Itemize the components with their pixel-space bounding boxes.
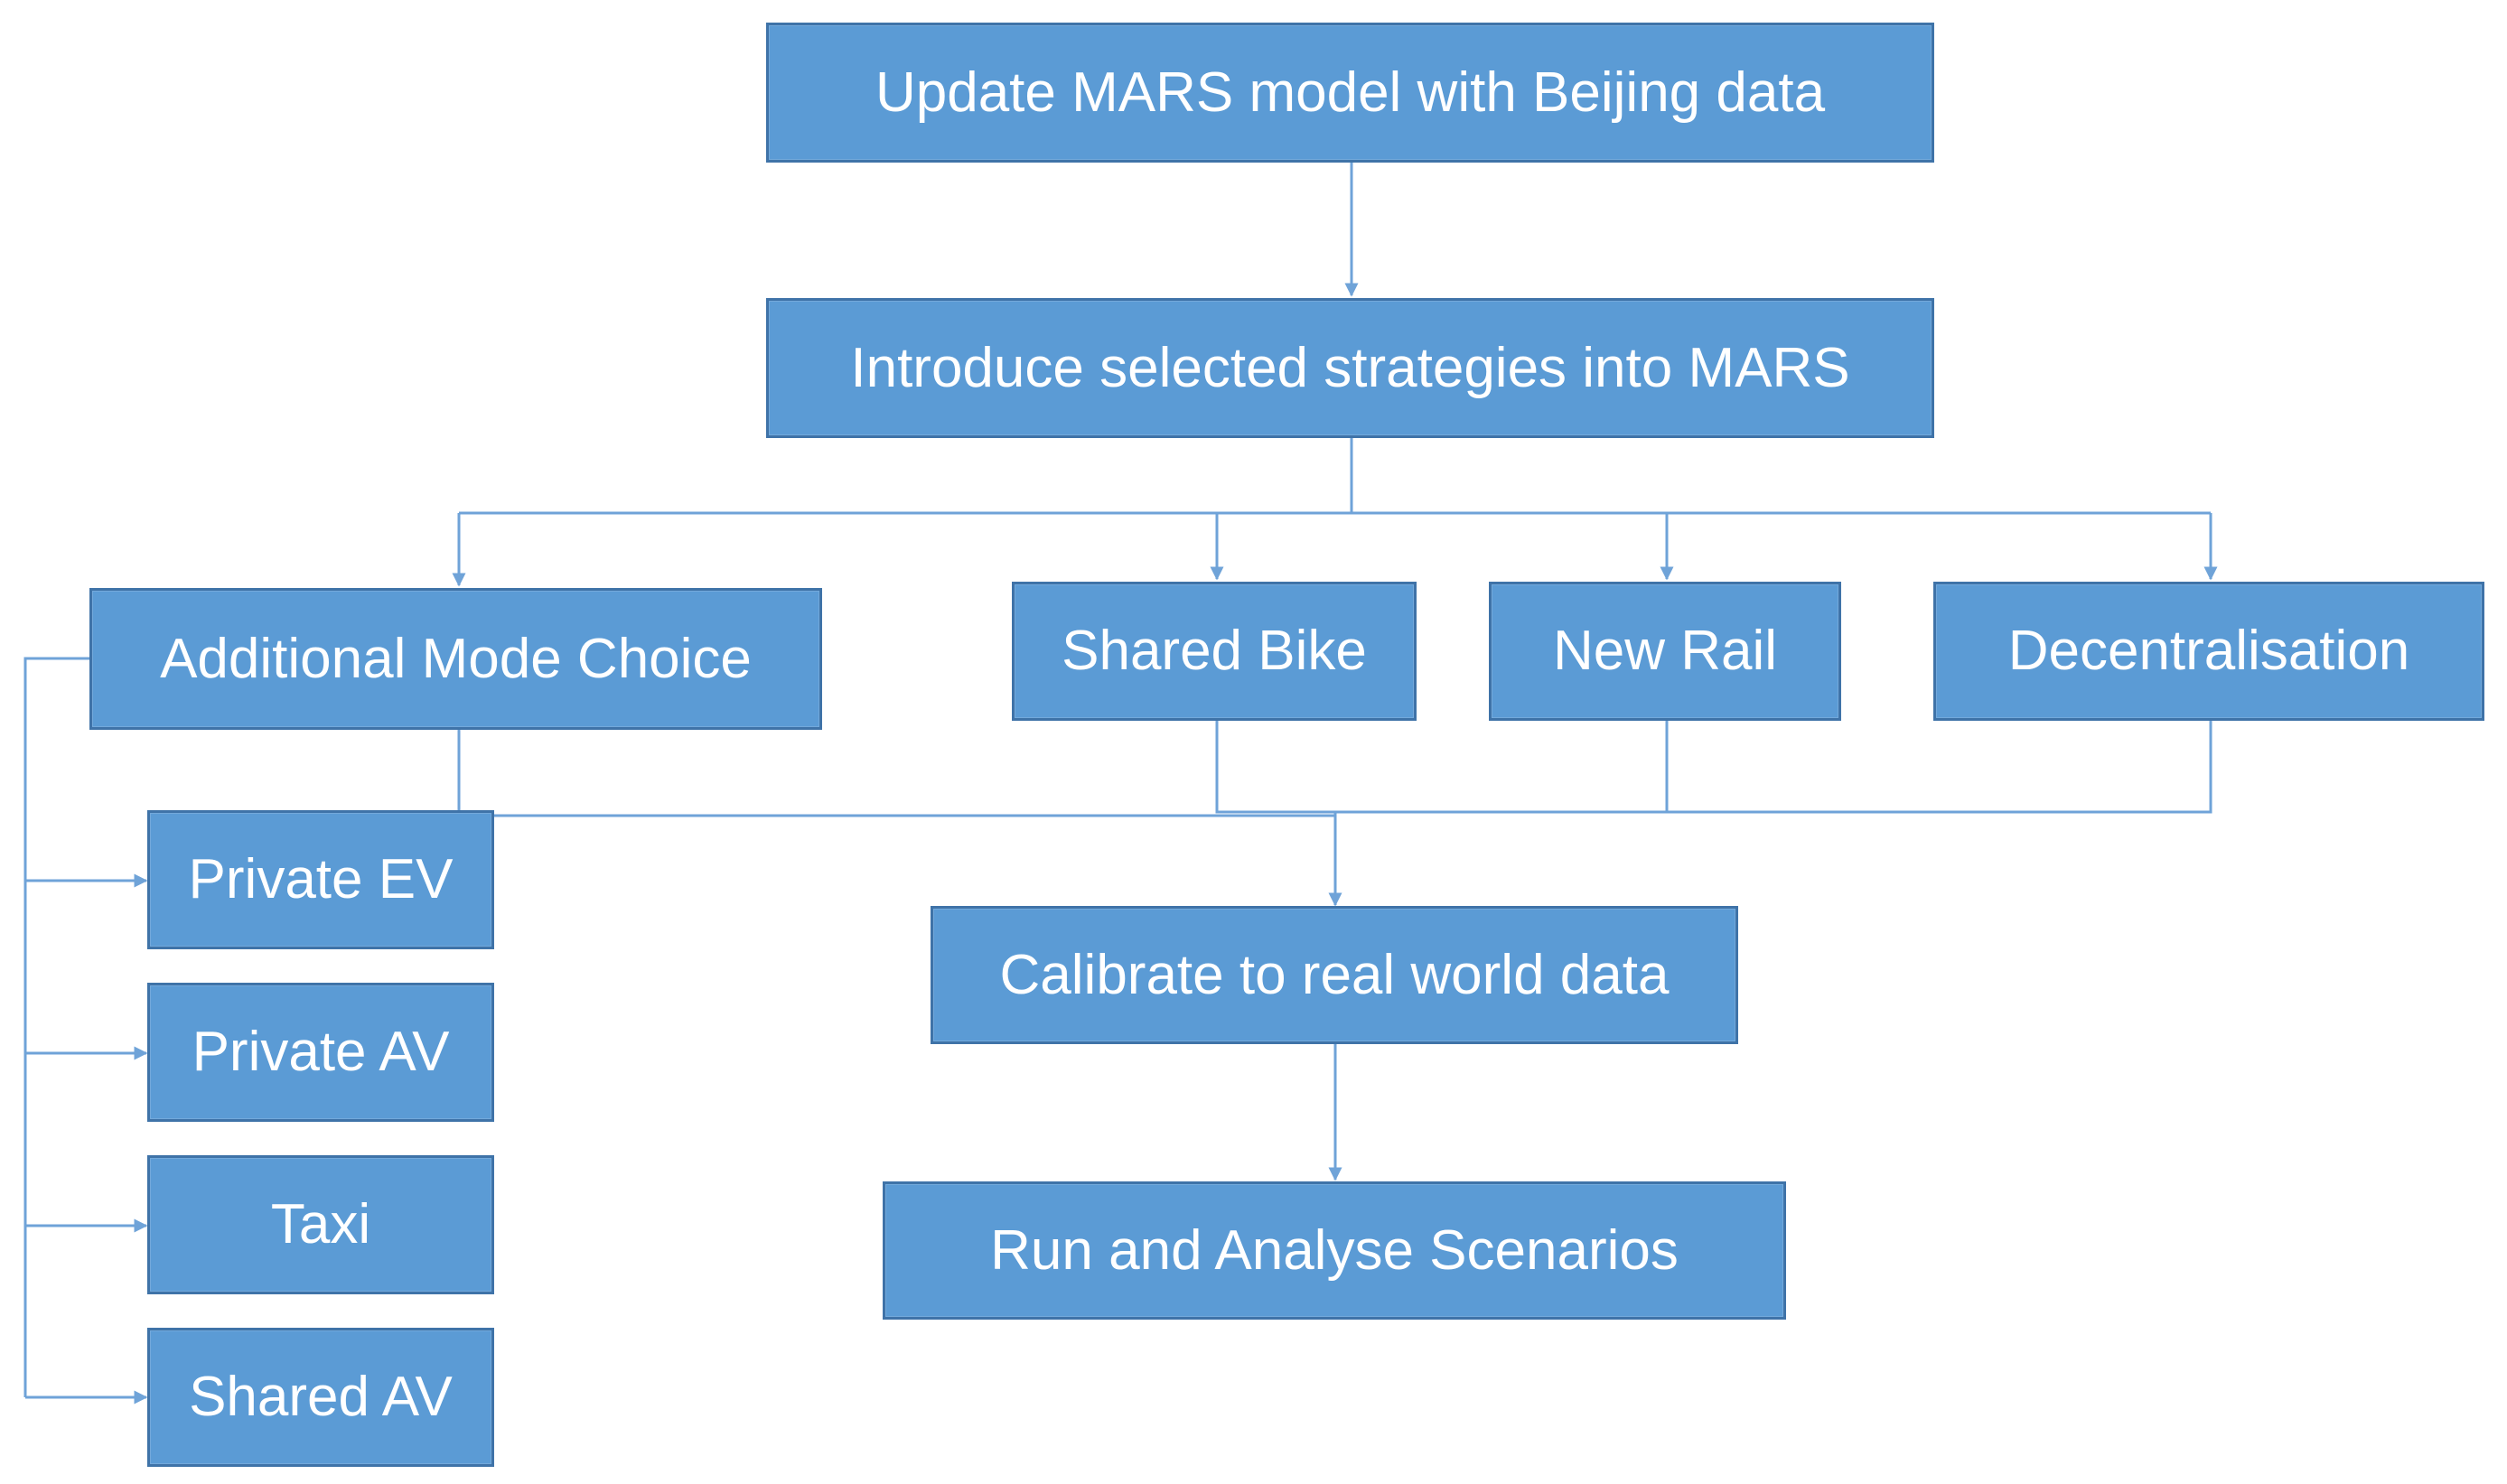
node-private-ev-label: Private EV xyxy=(188,848,454,910)
node-decentralisation: Decentralisation xyxy=(1933,582,2484,721)
node-shared-bike: Shared Bike xyxy=(1012,582,1417,721)
node-shared-bike-label: Shared Bike xyxy=(1062,620,1367,682)
connector-new-rail-merge xyxy=(1335,721,1669,814)
node-private-av-label: Private AV xyxy=(192,1021,450,1083)
node-shared-av: Shared AV xyxy=(147,1328,494,1467)
node-update-model-label: Update MARS model with Beijing data xyxy=(875,61,1826,124)
node-calibrate-label: Calibrate to real world data xyxy=(999,943,1670,1006)
node-additional-mode-choice-label: Additional Mode Choice xyxy=(160,627,752,690)
connector-decentralisation-merge xyxy=(1667,721,2212,814)
node-decentralisation-label: Decentralisation xyxy=(2007,620,2410,682)
node-run-analyse-label: Run and Analyse Scenarios xyxy=(990,1218,1679,1282)
node-introduce-strategies-label: Introduce selected strategies into MARS xyxy=(850,336,1850,399)
node-shared-av-label: Shared AV xyxy=(189,1366,453,1428)
node-additional-mode-choice: Additional Mode Choice xyxy=(89,588,822,730)
node-run-analyse: Run and Analyse Scenarios xyxy=(883,1181,1786,1320)
node-update-model: Update MARS model with Beijing data xyxy=(766,23,1934,163)
node-introduce-strategies: Introduce selected strategies into MARS xyxy=(766,298,1934,438)
connector-shared-bike-merge xyxy=(1215,721,1335,814)
node-private-ev: Private EV xyxy=(147,810,494,949)
node-taxi-label: Taxi xyxy=(270,1193,371,1255)
node-taxi: Taxi xyxy=(147,1155,494,1294)
node-calibrate: Calibrate to real world data xyxy=(931,906,1738,1044)
connector-mode-choice-to-calibrate xyxy=(457,730,1335,817)
node-new-rail: New Rail xyxy=(1489,582,1841,721)
node-private-av: Private AV xyxy=(147,983,494,1122)
node-new-rail-label: New Rail xyxy=(1552,620,1778,682)
connector-mode-choice-spine xyxy=(23,657,89,1397)
